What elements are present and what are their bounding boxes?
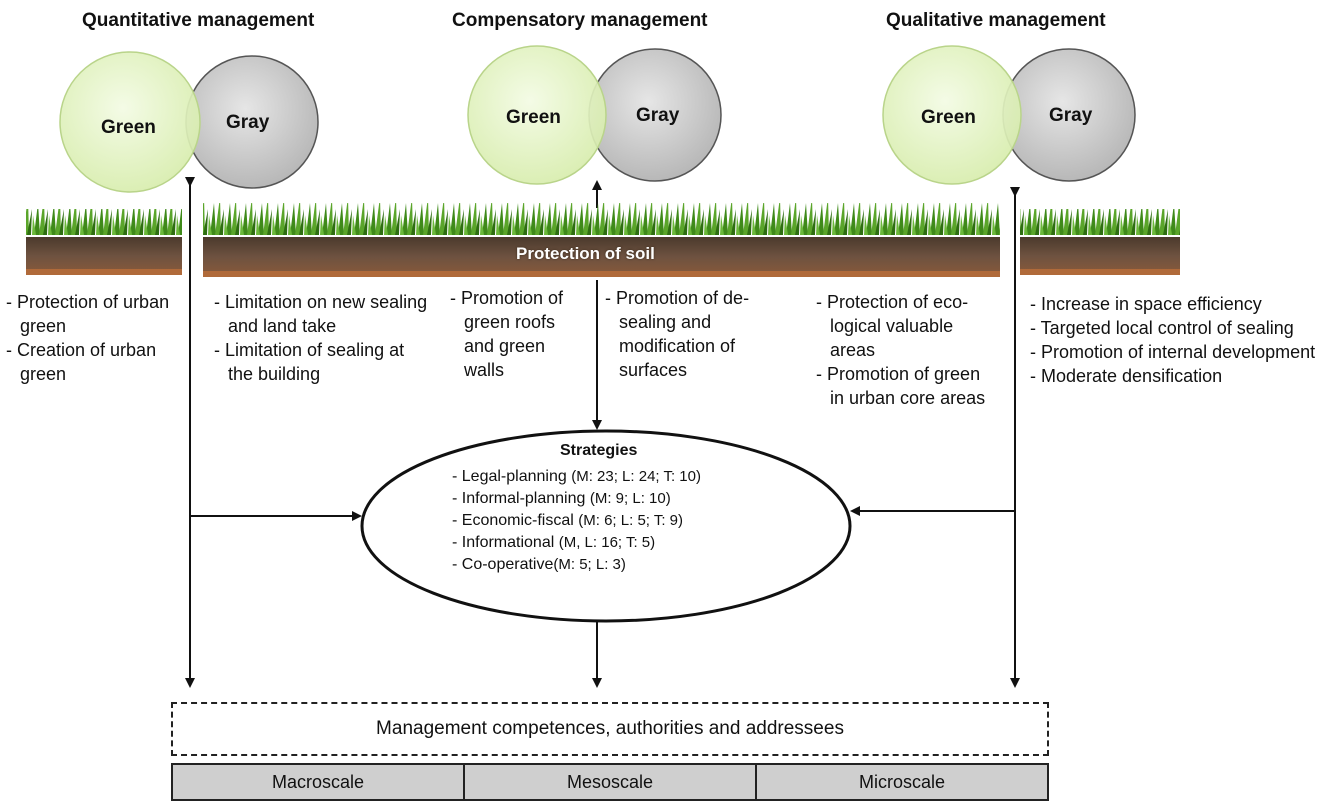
venn-compensatory bbox=[467, 45, 722, 185]
bullet-item: - Promotion of internal development bbox=[1030, 342, 1316, 362]
strategies-list: - Legal-planning (M: 23; L: 24; T: 10) -… bbox=[452, 466, 701, 576]
strategy-item: - Legal-planning (M: 23; L: 24; T: 10) bbox=[452, 466, 701, 488]
venn-qualitative bbox=[882, 45, 1136, 185]
panel-title-qualitative: Qualitative management bbox=[886, 10, 1106, 31]
strategy-item: - Economic-fiscal (M: 6; L: 5; T: 9) bbox=[452, 510, 701, 532]
venn-layer bbox=[59, 45, 1136, 193]
bullets-qual-right: - Increase in space efficiency - Targete… bbox=[1030, 292, 1320, 388]
panel-title-quantitative: Quantitative management bbox=[82, 10, 315, 31]
bullet-item: - Limitation of sealing at the building bbox=[214, 340, 405, 384]
bullet-item: - Promotion of de-sealing and modificati… bbox=[605, 288, 750, 380]
bullet-item: - Protection of eco-logical valuable are… bbox=[816, 292, 969, 360]
soil-strips bbox=[26, 203, 1180, 277]
bullet-item: - Limitation on new sealing and land tak… bbox=[214, 292, 428, 336]
strategy-values: (M: 5; L: 3) bbox=[553, 556, 626, 573]
strategy-values: (M: 9; L: 10) bbox=[589, 490, 671, 507]
gray-label-2: Gray bbox=[636, 105, 680, 126]
strategy-values: (M: 23; L: 24; T: 10) bbox=[571, 468, 701, 485]
soil-label: Protection of soil bbox=[516, 244, 655, 263]
green-circle bbox=[467, 45, 607, 185]
strategy-name: - Co-operative bbox=[452, 556, 554, 573]
panel-title-compensatory: Compensatory management bbox=[452, 10, 708, 31]
green-label-3: Green bbox=[921, 107, 976, 128]
bullet-item: - Increase in space efficiency bbox=[1030, 294, 1262, 314]
strategy-item: - Informal-planning (M: 9; L: 10) bbox=[452, 488, 701, 510]
scale-meso: Mesoscale bbox=[465, 765, 757, 799]
green-circle bbox=[59, 51, 201, 193]
scale-macro: Macroscale bbox=[173, 765, 465, 799]
venn-quantitative bbox=[59, 51, 319, 193]
strategies-heading: Strategies bbox=[560, 442, 638, 459]
green-label-1: Green bbox=[101, 117, 156, 138]
bullets-quant-right: - Limitation on new sealing and land tak… bbox=[214, 290, 429, 386]
gray-label-3: Gray bbox=[1049, 105, 1093, 126]
strategy-name: - Legal-planning bbox=[452, 468, 567, 485]
strategy-item: - Co-operative(M: 5; L: 3) bbox=[452, 554, 701, 576]
strategy-name: - Economic-fiscal bbox=[452, 512, 574, 529]
scale-row: Macroscale Mesoscale Microscale bbox=[171, 763, 1049, 801]
strategy-values: (M: 6; L: 5; T: 9) bbox=[578, 512, 684, 529]
strategies-ellipse bbox=[360, 429, 852, 623]
bullets-qual-left: - Protection of eco-logical valuable are… bbox=[816, 290, 996, 410]
bullets-quant-left: - Protection of urban green - Creation o… bbox=[6, 290, 176, 386]
strategy-name: - Informal-planning bbox=[452, 490, 586, 507]
strategy-item: - Informational (M, L: 16; T: 5) bbox=[452, 532, 701, 554]
soil-strip-left bbox=[26, 209, 182, 275]
soil-strip-center bbox=[203, 203, 1000, 277]
scale-micro: Microscale bbox=[858, 771, 946, 792]
bullet-item: - Targeted local control of sealing bbox=[1030, 318, 1294, 338]
strategy-values: (M, L: 16; T: 5) bbox=[558, 534, 656, 551]
bullets-comp-right: - Promotion of de-sealing and modificati… bbox=[605, 286, 775, 382]
bullet-item: - Promotion of green in urban core areas bbox=[816, 364, 986, 408]
bullet-item: - Creation of urban green bbox=[6, 340, 157, 384]
strategy-name: - Informational bbox=[452, 534, 555, 551]
management-box-label: Management competences, authorities and … bbox=[376, 718, 844, 739]
green-label-2: Green bbox=[506, 107, 561, 128]
gray-label-1: Gray bbox=[226, 112, 270, 133]
bullet-item: - Promotion of green roofs and green wal… bbox=[450, 288, 564, 380]
management-box: Management competences, authorities and … bbox=[171, 702, 1049, 756]
soil-strip-right bbox=[1020, 209, 1180, 275]
green-circle bbox=[882, 45, 1022, 185]
bullets-comp-left: - Promotion of green roofs and green wal… bbox=[450, 286, 590, 382]
bullet-item: - Moderate densification bbox=[1030, 366, 1223, 386]
bullet-item: - Protection of urban green bbox=[6, 292, 170, 336]
